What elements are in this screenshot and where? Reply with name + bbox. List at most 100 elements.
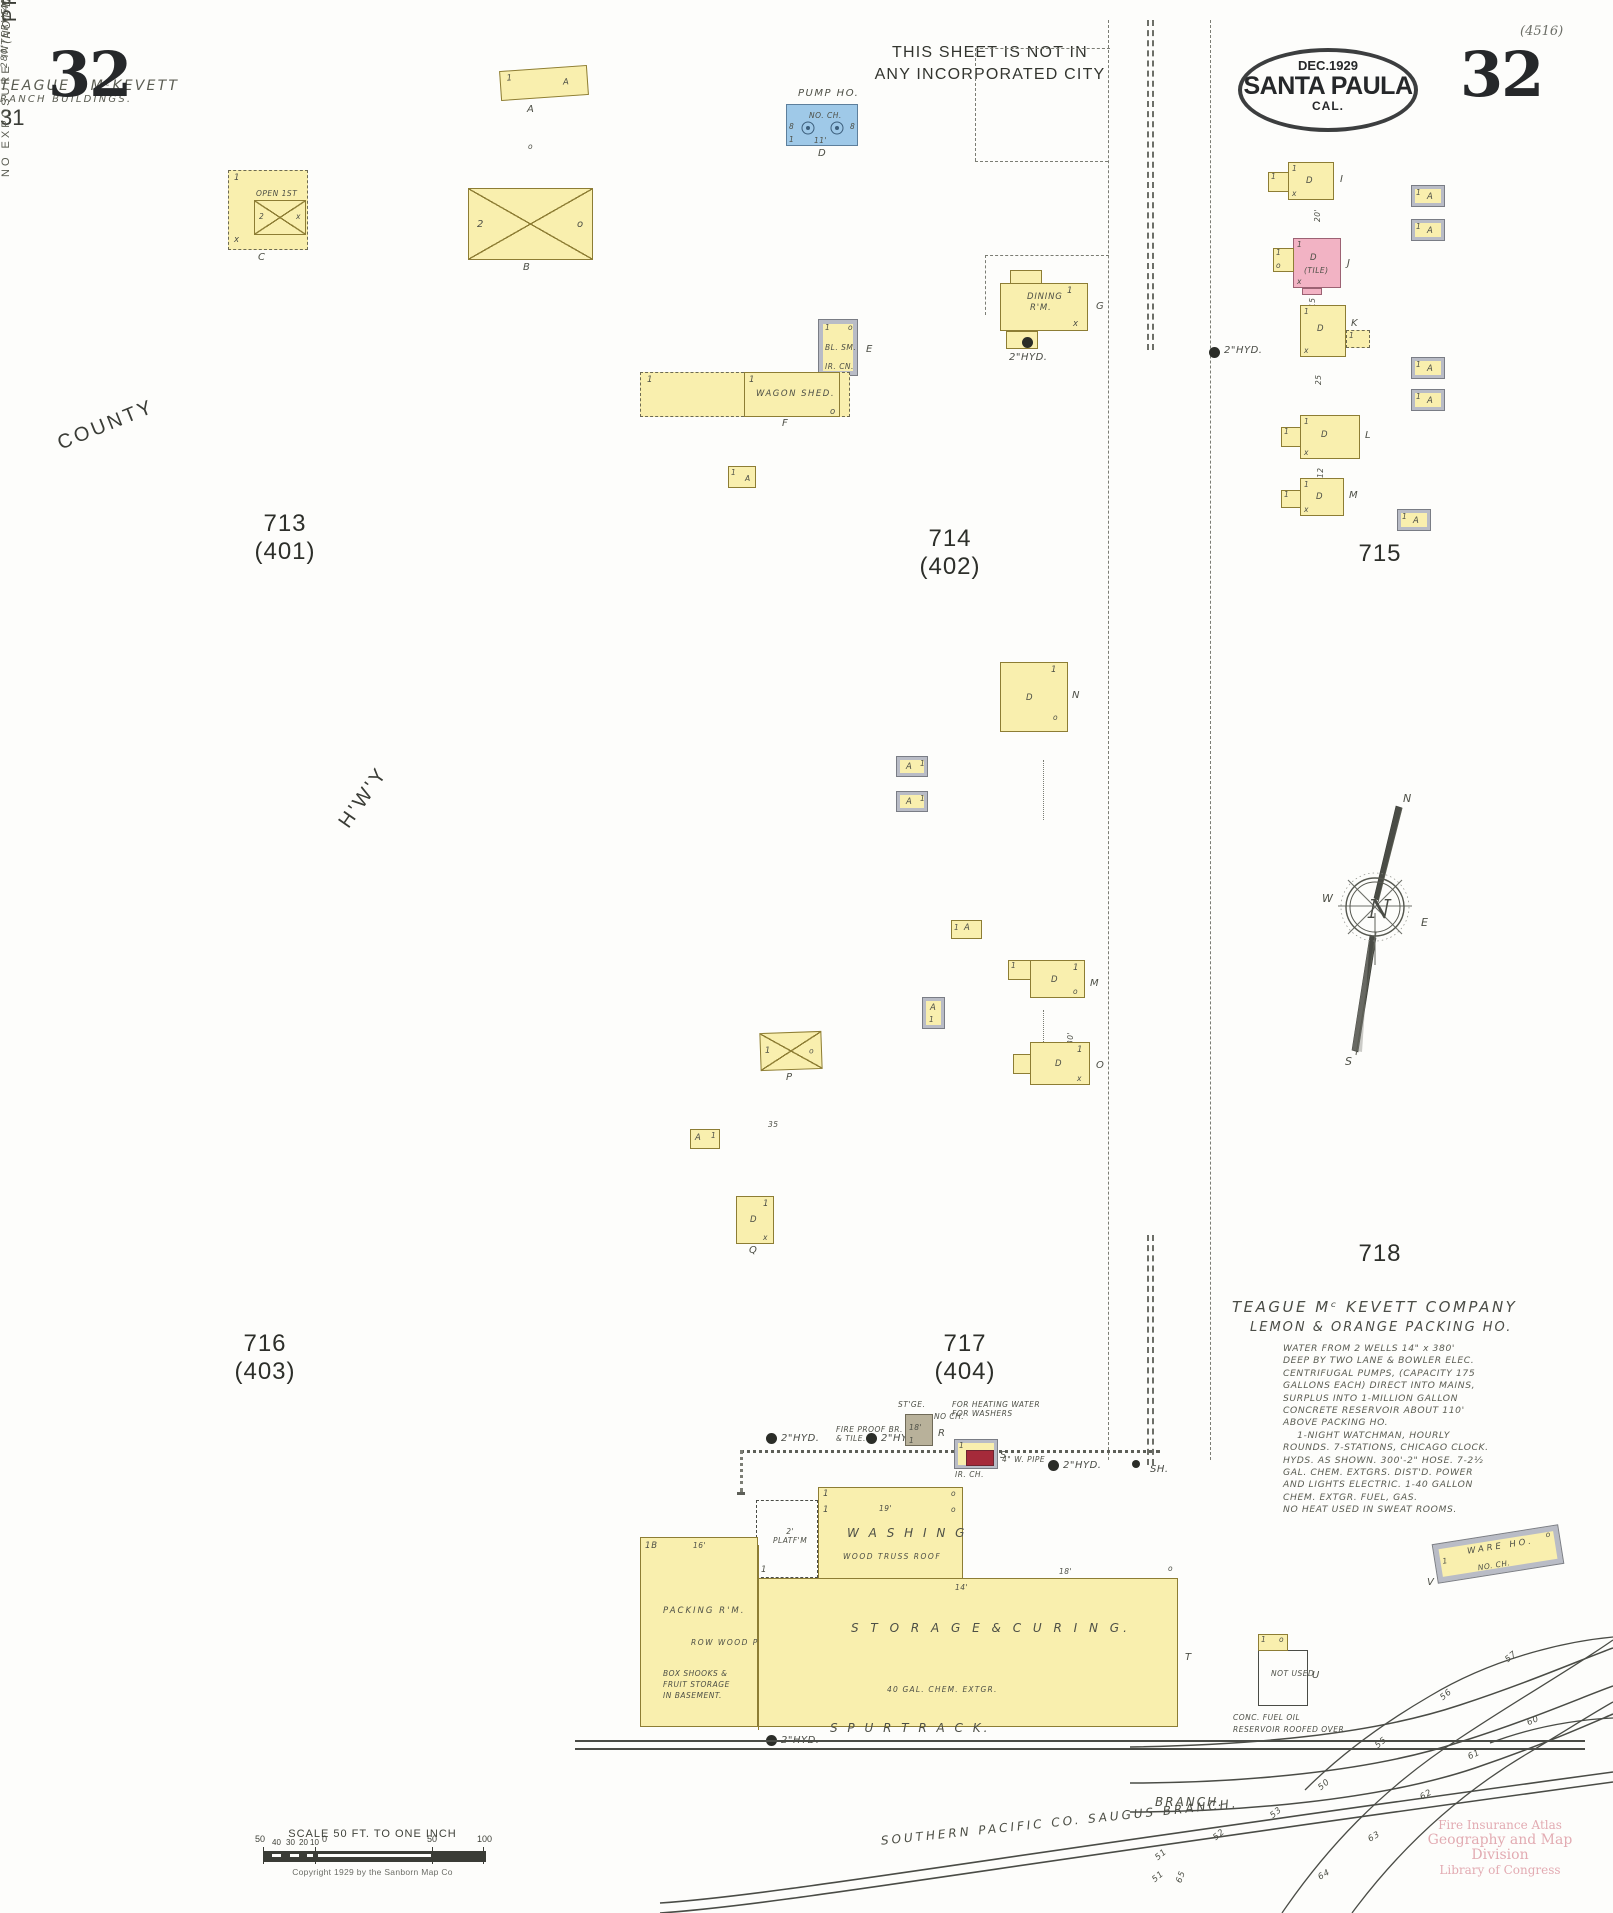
- building-E-stories: 1: [825, 323, 831, 332]
- hydrant-1: [766, 1433, 777, 1444]
- compass-north-label: N: [1403, 792, 1413, 805]
- building-P-stories: 1: [764, 1045, 772, 1056]
- hydrant-1-label: 2"HYD.: [781, 1433, 820, 1444]
- building-V-stories: 1: [1441, 1556, 1449, 1566]
- washing-roof-note: WOOD TRUSS ROOF: [843, 1552, 942, 1561]
- building-M-mid-wing: 1: [1008, 960, 1031, 980]
- outbuilding-A-8-letter: A: [964, 923, 971, 933]
- water-main-horizontal-2: [1118, 1450, 1160, 1453]
- building-O-letter: O: [1096, 1060, 1105, 1071]
- block-716-alt: (403): [234, 1358, 296, 1385]
- outbuilding-A-8: 1 A: [951, 920, 982, 939]
- building-C-note: x: [234, 235, 240, 245]
- building-D-pump-house: NO. CH. 8 8 1 11': [786, 104, 858, 146]
- block-714-id: 714: [928, 525, 972, 552]
- pump-house-no-ch: NO. CH.: [809, 111, 842, 120]
- building-F-wagon-shed: 1 o: [744, 372, 840, 417]
- building-M-right-porch-stories: 1: [1284, 490, 1290, 499]
- hydrant-5: [1209, 347, 1220, 358]
- building-S-sub: IR. CH.: [955, 1470, 984, 1479]
- building-L-stories: 1: [1304, 417, 1310, 426]
- building-P-letter: P: [786, 1072, 793, 1083]
- building-U-letter: U: [1312, 1670, 1321, 1681]
- west-pipe-label: 4" W. PIPE: [1002, 1455, 1046, 1464]
- scale-tick-100: 100: [477, 1834, 493, 1844]
- parcel-line-top-2: [975, 161, 1108, 162]
- scale-tick-20: 20: [299, 1838, 308, 1847]
- building-O-wing: [1013, 1054, 1031, 1074]
- hydrant-5-label: 2"HYD.: [1224, 345, 1263, 356]
- block-number-713: 713 (401): [245, 510, 325, 566]
- heating-label: FOR HEATING WATER FOR WASHERS: [952, 1400, 1041, 1418]
- washing-mark-1: o: [951, 1489, 957, 1498]
- building-L: 1 D x: [1300, 415, 1360, 459]
- building-J-stories: 1: [1297, 240, 1303, 249]
- lot-line-east: [1210, 20, 1211, 1460]
- cartouche-date: DEC.1929: [1298, 58, 1358, 73]
- ranch-label-line2: RANCH BUILDINGS.: [0, 94, 133, 105]
- building-Q-mark: x: [763, 1233, 768, 1242]
- hydrant-3-label: 2"HYD.: [1063, 1460, 1102, 1471]
- pump-house-label: PUMP HO.: [798, 88, 860, 99]
- building-K-letter: K: [1351, 318, 1359, 329]
- building-K-use: D: [1317, 324, 1325, 334]
- notice-line-2: ANY INCORPORATED CITY: [874, 66, 1106, 83]
- building-U-cap-mark: o: [1279, 1635, 1285, 1644]
- building-washing: 1 o o 1 19' W A S H I N G WOOD TRUSS ROO…: [818, 1487, 964, 1579]
- water-main-vertical: [740, 1450, 743, 1492]
- building-C-stories: 1: [234, 173, 241, 183]
- spur-track-label: S P U R T R A C K.: [830, 1721, 991, 1735]
- building-small-yellow-1: 1 A: [728, 466, 756, 488]
- storage-height-2: 18': [1059, 1567, 1073, 1576]
- building-G-stories: 1: [1067, 286, 1074, 296]
- building-C-open-shed: 2 x: [254, 200, 306, 235]
- block-718-id: 718: [1358, 1240, 1402, 1267]
- block-number-715: 715: [1340, 540, 1420, 568]
- outbuilding-A-1-letter: A: [1427, 192, 1434, 202]
- building-G-label-2: R'M.: [1030, 303, 1052, 313]
- building-J-porch-mark: o: [1276, 261, 1282, 270]
- packing-rm-label: PACKING R'M.: [663, 1606, 746, 1616]
- chem-extgr-label: 40 GAL. CHEM. EXTGR.: [887, 1685, 998, 1694]
- building-I-porch-stories: 1: [1271, 172, 1277, 181]
- building-J-letter: J: [1347, 258, 1351, 269]
- intervening-arrow-top: [1043, 760, 1044, 820]
- building-O-stories: 1: [1077, 1045, 1084, 1055]
- building-M-mid-use: D: [1051, 975, 1059, 985]
- building-S-heating: 1: [954, 1439, 998, 1469]
- building-L-mark: x: [1304, 448, 1309, 457]
- hydrant-6: [1022, 337, 1033, 348]
- building-N-mark: o: [1053, 713, 1059, 722]
- pump-circle-icon: [801, 121, 815, 135]
- sheet-number-right: 32: [1460, 38, 1544, 111]
- building-R-label: ST'GE.: [898, 1400, 926, 1409]
- saugus-branch-label: BRANCH.: [1155, 1795, 1224, 1809]
- block-717-alt: (404): [934, 1358, 996, 1385]
- storage-curing-label: S T O R A G E & C U R I N G.: [851, 1621, 1131, 1635]
- building-Q-use: D: [750, 1215, 758, 1225]
- pump-house-stories: 1: [789, 135, 795, 144]
- outbuilding-A-9-stories: 1: [929, 1015, 935, 1024]
- building-M-mid-mark: o: [1073, 987, 1079, 996]
- building-packing-room: 1B 16' PACKING R'M. ROW WOOD POSTS BOX S…: [640, 1537, 783, 1727]
- building-I-use: D: [1306, 176, 1314, 186]
- building-small-yellow-1-letter: A: [745, 474, 751, 483]
- building-F-label: WAGON SHED.: [756, 389, 836, 399]
- sheet-number-left: 32: [48, 38, 132, 111]
- cartouche-state: CAL.: [1312, 99, 1344, 113]
- fire-proof-label: FIRE PROOF BR. & TILE.: [836, 1425, 903, 1443]
- platform-label: 2' PLATF'M: [773, 1527, 808, 1545]
- box-shooks-label: BOX SHOOKS & FRUIT STORAGE IN BASEMENT.: [663, 1669, 730, 1700]
- block-713-id: 713: [263, 510, 307, 537]
- compass-west-label: W: [1322, 892, 1334, 905]
- outbuilding-A-2-stories: 1: [1416, 222, 1422, 231]
- building-I-porch: 1: [1268, 172, 1289, 192]
- sh-label: SH.: [1150, 1464, 1169, 1475]
- outbuilding-A-7: A 1: [896, 791, 928, 812]
- building-E-blacksmith: 1 o BL. SM. IR. CN.: [818, 319, 858, 376]
- sheet-code: (4516): [1520, 24, 1564, 39]
- hydrant-2: [866, 1433, 877, 1444]
- building-U-cap: 1 o: [1258, 1634, 1288, 1651]
- building-L-dim: 12: [1316, 467, 1325, 478]
- hydrant-2-label: 2"HYD.: [881, 1433, 920, 1444]
